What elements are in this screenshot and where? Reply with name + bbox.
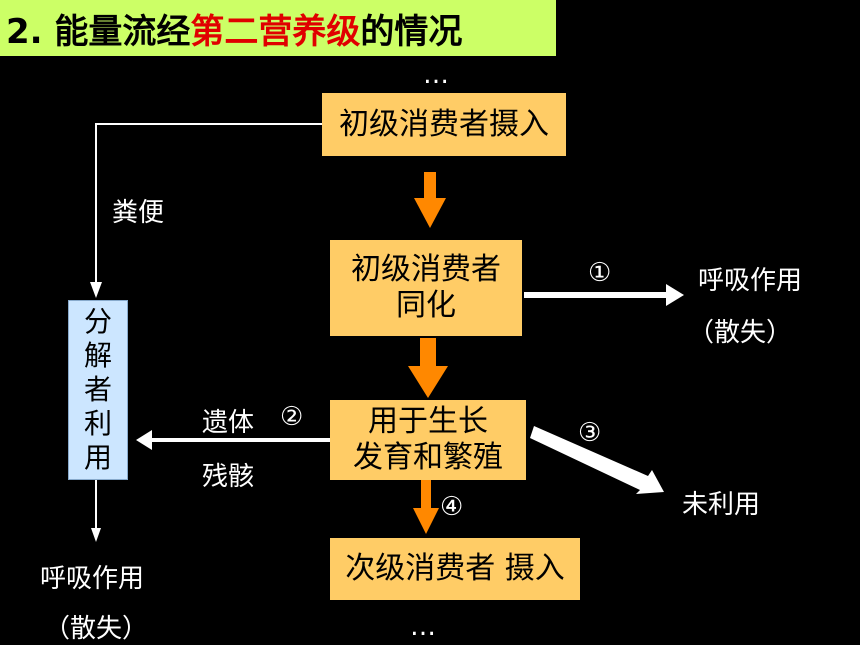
decomposer-char: 利 [83, 407, 112, 440]
decomposer-char: 用 [83, 441, 112, 474]
label-unused: 未利用 [682, 490, 761, 520]
box-decomposer: 分 解 者 利 用 [68, 300, 128, 480]
label-dissipation-right: （散失） [688, 318, 793, 348]
label-respiration-left: 呼吸作用 [40, 564, 145, 594]
box-primary-assimilation: 初级消费者 同化 [330, 240, 522, 336]
box-secondary-intake: 次级消费者 摄入 [330, 538, 580, 600]
label-remains-1: 遗体 [202, 408, 255, 438]
assimilation-line1: 初级消费者 [351, 252, 501, 287]
page-title: 2. 能量流经第二营养级的情况 [0, 0, 556, 56]
title-suffix: 的情况 [360, 11, 463, 52]
label-dissipation-left: （散失） [44, 614, 149, 644]
top-ellipsis: … [423, 60, 450, 90]
arrow-feces-to-decomposer [90, 123, 322, 298]
growth-line2: 发育和繁殖 [353, 440, 503, 475]
decomposer-char: 分 [83, 305, 112, 338]
arrow-respiration-left [91, 480, 101, 542]
label-circle-2: ② [280, 402, 304, 432]
label-feces: 粪便 [112, 198, 165, 228]
label-remains-2: 残骸 [202, 462, 255, 492]
label-circle-3: ③ [578, 418, 602, 448]
label-circle-1: ① [588, 258, 612, 288]
bottom-ellipsis: … [410, 612, 437, 642]
decomposer-char: 解 [83, 339, 112, 372]
arrow-unused [530, 426, 664, 494]
assimilation-line2: 同化 [396, 288, 456, 323]
box-growth-reproduction: 用于生长 发育和繁殖 [330, 400, 526, 480]
arrow-growth-to-next [413, 480, 439, 534]
arrow-remains-to-decomposer [136, 430, 330, 450]
growth-line1: 用于生长 [368, 404, 488, 439]
box-primary-intake: 初级消费者摄入 [322, 93, 566, 156]
title-prefix: 2. 能量流经 [6, 11, 191, 52]
arrow-assimilation-to-growth [408, 338, 448, 398]
arrow-intake-to-assimilation [414, 172, 446, 228]
decomposer-char: 者 [83, 373, 112, 406]
label-respiration-right: 呼吸作用 [698, 266, 803, 296]
title-highlight: 第二营养级 [190, 11, 361, 52]
arrow-respiration-right [524, 284, 684, 306]
label-circle-4: ④ [440, 492, 464, 522]
